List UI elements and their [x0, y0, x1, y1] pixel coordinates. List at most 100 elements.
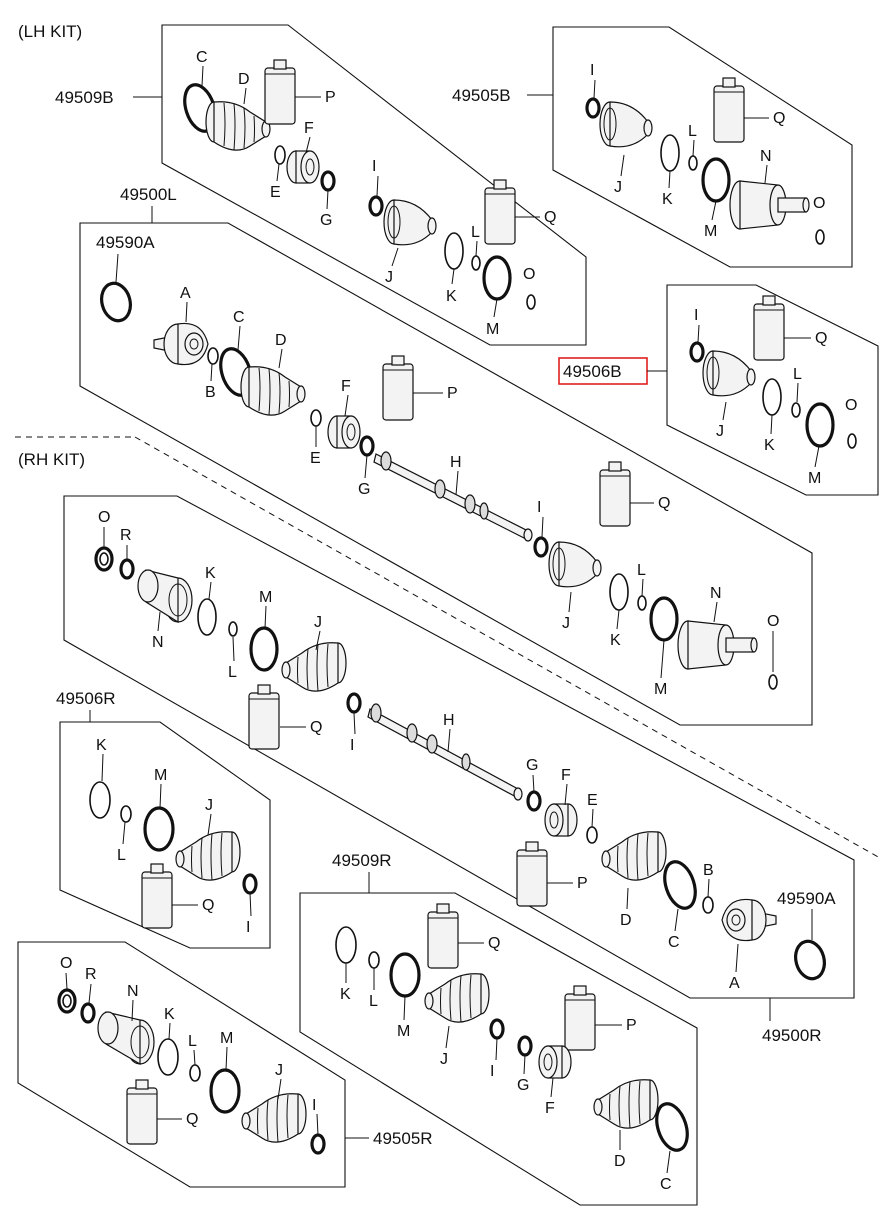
- part-number-49509b[interactable]: 49509B: [55, 88, 114, 107]
- label-g: G: [517, 1077, 529, 1094]
- part-number-49500r[interactable]: 49500R: [762, 1026, 822, 1045]
- label-j: J: [385, 269, 393, 286]
- k-ring-icon: [762, 378, 782, 416]
- j-boot-icon: [599, 101, 653, 148]
- label-k: K: [610, 632, 621, 649]
- label-c: C: [196, 49, 208, 66]
- label-i: I: [694, 307, 698, 324]
- label-l: L: [688, 123, 697, 140]
- label-e: E: [310, 450, 321, 467]
- i-ring-icon: [310, 1133, 326, 1155]
- group-49505b: 49505B I J Q K L M N O: [452, 26, 853, 268]
- b-ring-icon: [702, 896, 714, 914]
- e-ring-icon: [274, 145, 286, 165]
- part-number-49506r[interactable]: 49506R: [56, 689, 116, 708]
- label-h: H: [450, 454, 462, 471]
- label-q: Q: [773, 110, 785, 127]
- label-b: B: [703, 862, 714, 879]
- g-ring-icon: [359, 435, 375, 457]
- label-l: L: [369, 993, 378, 1010]
- label-l: L: [117, 847, 126, 864]
- label-q: Q: [310, 719, 322, 736]
- l-ring-icon: [791, 402, 801, 418]
- p-bottle-icon: [264, 59, 296, 125]
- label-n: N: [760, 148, 772, 165]
- part-number-49506b[interactable]: 49506B: [563, 362, 622, 381]
- a-cv-joint-icon: [721, 898, 777, 942]
- l-ring-icon: [637, 595, 647, 611]
- label-q: Q: [488, 935, 500, 952]
- i-ring-icon: [346, 692, 362, 714]
- o-ring-icon: [94, 546, 114, 572]
- label-i: I: [312, 1097, 316, 1114]
- label-g: G: [358, 481, 370, 498]
- c-clamp-icon: [655, 1102, 689, 1152]
- p-bottle-icon: [382, 355, 414, 421]
- label-k: K: [662, 191, 673, 208]
- part-number-49500l[interactable]: 49500L: [120, 185, 177, 204]
- label-d: D: [620, 912, 632, 929]
- label-n: N: [152, 634, 164, 651]
- lh-kit-label: (LH KIT): [18, 22, 82, 41]
- g-ring-icon: [320, 170, 336, 192]
- label-m: M: [654, 681, 667, 698]
- o-ring-icon: [815, 229, 825, 245]
- label-j: J: [716, 423, 724, 440]
- label-l: L: [228, 664, 237, 681]
- j-boot-icon: [175, 831, 241, 881]
- label-q: Q: [544, 209, 556, 226]
- g-ring-icon: [526, 790, 542, 812]
- o-ring-icon: [847, 433, 857, 449]
- label-j: J: [314, 614, 322, 631]
- group-49509r: 49509R K L M Q J P I G F D C: [299, 851, 698, 1206]
- label-q: Q: [186, 1111, 198, 1128]
- label-m: M: [154, 767, 167, 784]
- o-ring-icon: [768, 674, 778, 690]
- i-ring-icon: [242, 873, 258, 895]
- k-ring-icon: [444, 232, 464, 270]
- m-clamp-icon: [209, 1068, 241, 1114]
- j-boot-icon: [702, 350, 756, 397]
- r-ring-icon: [119, 558, 135, 580]
- part-number-49505r[interactable]: 49505R: [373, 1129, 433, 1148]
- p-bottle-icon: [516, 841, 548, 907]
- j-boot-icon: [424, 973, 490, 1023]
- label-f: F: [561, 767, 571, 784]
- part-number-49590a-lh[interactable]: 49590A: [96, 233, 155, 252]
- m-clamp-icon: [701, 157, 731, 203]
- o-ring-icon: [526, 294, 536, 310]
- label-m: M: [397, 1023, 410, 1040]
- label-c: C: [660, 1176, 672, 1193]
- label-j: J: [440, 1051, 448, 1068]
- m-clamp-icon: [143, 806, 175, 852]
- k-ring-icon: [660, 134, 680, 172]
- group-49506r: 49506R K L M J Q I: [56, 689, 271, 949]
- group-49500l: 49500L 49590A A B C: [79, 185, 813, 726]
- label-k: K: [764, 437, 775, 454]
- h-shaft-icon: [367, 703, 523, 801]
- k-ring-icon: [197, 598, 217, 636]
- g-ring-icon: [517, 1035, 533, 1057]
- a-cv-joint-icon: [153, 322, 209, 366]
- label-o: O: [98, 509, 110, 526]
- label-k: K: [96, 737, 107, 754]
- n-housing-icon: [137, 569, 193, 624]
- n-housing-icon: [729, 180, 810, 230]
- label-l: L: [793, 366, 802, 383]
- label-g: G: [320, 212, 332, 229]
- label-i: I: [490, 1063, 494, 1080]
- f-bearing-icon: [286, 150, 320, 184]
- l-ring-icon: [189, 1064, 201, 1082]
- q-bottle-icon: [427, 903, 459, 969]
- part-number-49509r[interactable]: 49509R: [332, 851, 392, 870]
- outer-joint-seal-icon: [794, 939, 826, 981]
- label-p: P: [626, 1017, 637, 1034]
- part-number-49590a-rh[interactable]: 49590A: [777, 889, 836, 908]
- m-clamp-icon: [649, 596, 679, 642]
- e-ring-icon: [310, 409, 322, 427]
- part-number-49505b[interactable]: 49505B: [452, 86, 511, 105]
- label-p: P: [447, 385, 458, 402]
- label-i: I: [537, 499, 541, 516]
- label-q: Q: [815, 330, 827, 347]
- label-f: F: [545, 1100, 555, 1117]
